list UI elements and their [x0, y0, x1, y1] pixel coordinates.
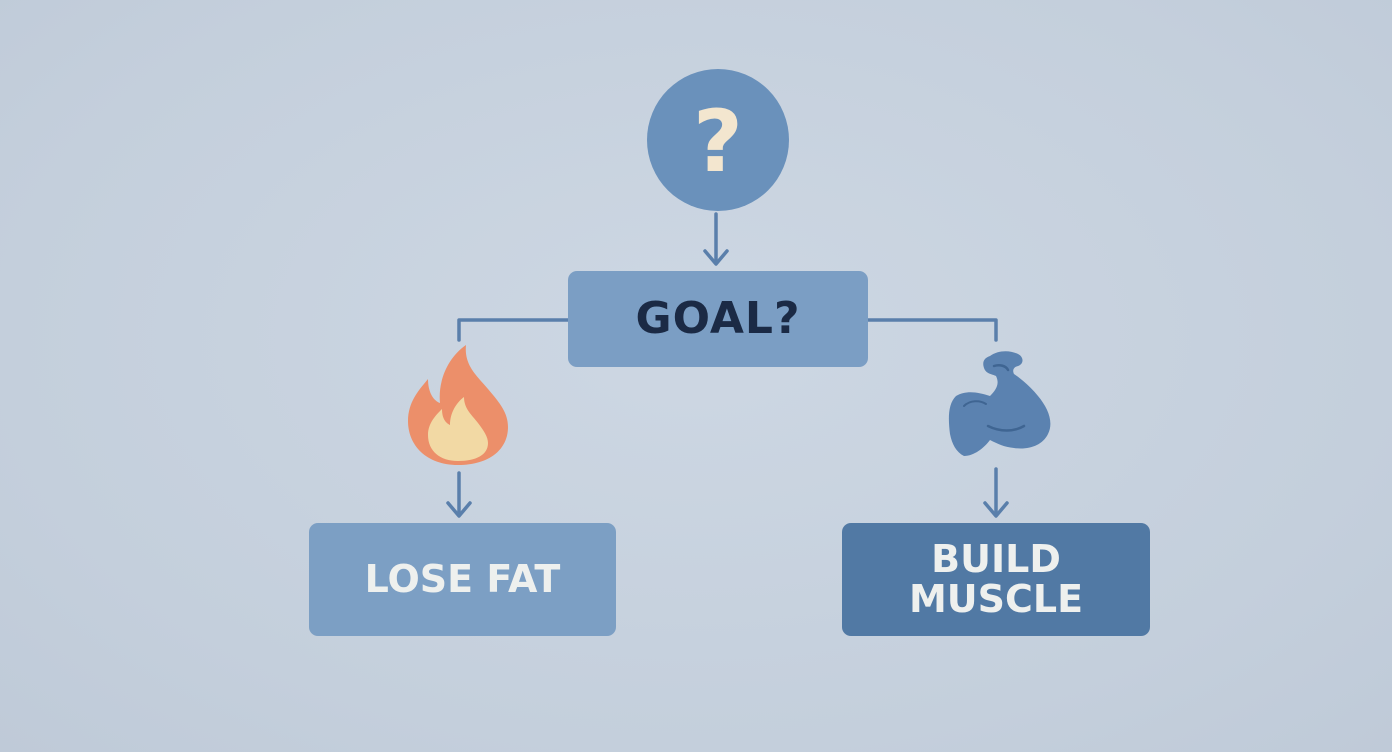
- connector-goal-to-lose-fat: [457, 318, 570, 342]
- question-mark-icon: ?: [693, 92, 743, 192]
- arrowhead-goal: [703, 249, 729, 266]
- lose-fat-label: LOSE FAT: [364, 556, 561, 601]
- arrowhead-lose-fat: [446, 501, 472, 518]
- flexed-bicep-icon: [944, 348, 1062, 460]
- lose-fat-box: LOSE FAT: [309, 523, 616, 636]
- build-muscle-box: BUILD MUSCLE: [842, 523, 1150, 636]
- question-circle: ?: [647, 69, 789, 211]
- goal-decision-box: GOAL?: [568, 271, 868, 367]
- flame-icon: [404, 343, 512, 467]
- goal-label: GOAL?: [635, 292, 801, 344]
- build-muscle-label-line1: BUILD: [931, 536, 1061, 581]
- build-muscle-label-line2: MUSCLE: [908, 576, 1084, 621]
- arrowhead-build-muscle: [983, 501, 1009, 518]
- connector-goal-to-build-muscle: [866, 318, 998, 342]
